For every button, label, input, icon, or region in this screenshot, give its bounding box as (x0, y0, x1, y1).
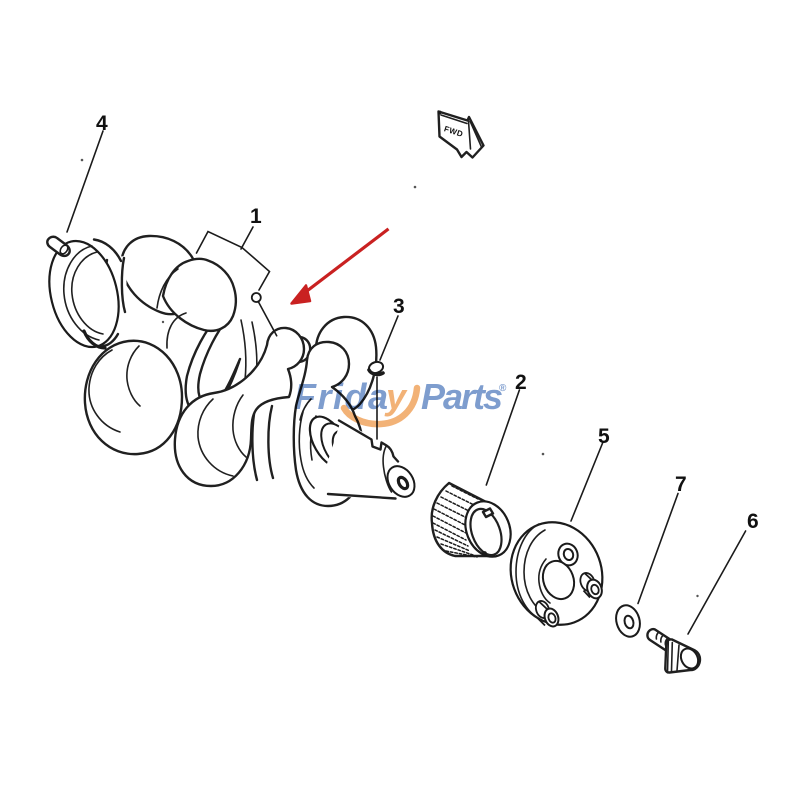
svg-text:7: 7 (675, 473, 687, 496)
svg-text:Parts: Parts (421, 376, 502, 417)
svg-text:Frida: Frida (294, 376, 390, 417)
svg-text:2: 2 (515, 371, 527, 394)
svg-text:y: y (384, 376, 408, 417)
svg-text:5: 5 (598, 425, 610, 448)
svg-text:1: 1 (250, 205, 262, 228)
svg-text:6: 6 (747, 510, 759, 533)
svg-text:®: ® (499, 383, 507, 394)
svg-text:3: 3 (393, 295, 405, 318)
svg-text:4: 4 (96, 112, 108, 135)
